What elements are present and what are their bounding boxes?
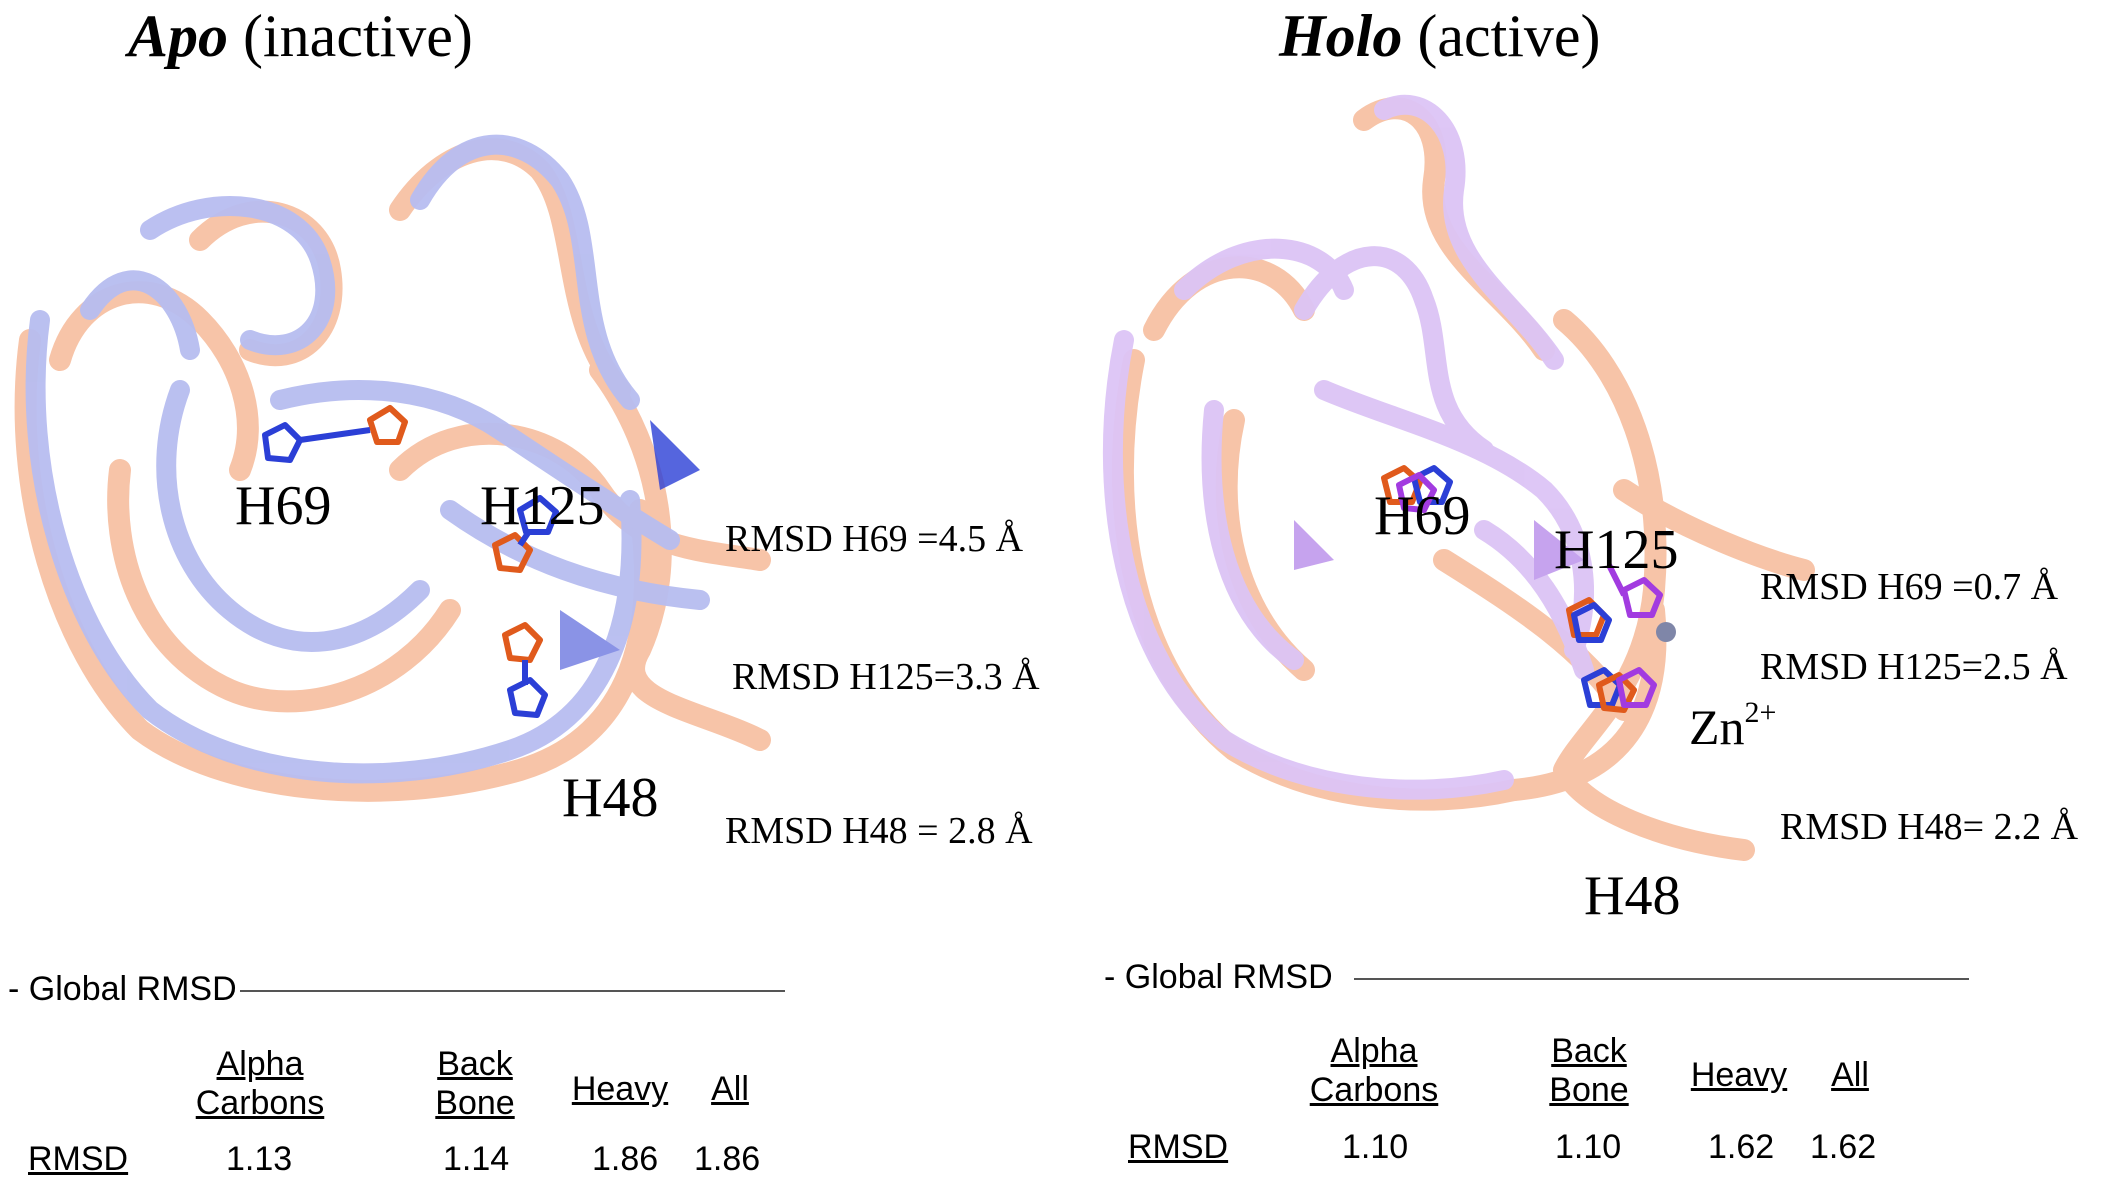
- holo-global-rmsd-header: - Global RMSD: [1064, 958, 2064, 998]
- holo-label-h125: H125: [1554, 519, 1679, 581]
- apo-label-h125: H125: [480, 475, 605, 537]
- holo-label-zinc: Zn2+: [1689, 696, 1777, 755]
- apo-residue-sticks: [262, 405, 559, 718]
- apo-title: Apo (inactive): [128, 3, 473, 69]
- apo-val-heavy: 1.86: [592, 1140, 659, 1178]
- zinc-ion: [1656, 622, 1676, 642]
- apo-global-rmsd-header: - Global RMSD: [0, 970, 800, 1010]
- apo-note-h69: RMSD H69 =4.5 Å: [725, 518, 1024, 560]
- apo-panel: Apo (inactive): [0, 3, 1040, 1178]
- holo-val-all: 1.62: [1810, 1128, 1877, 1166]
- holo-label-h69: H69: [1374, 485, 1471, 547]
- apo-val-alpha: 1.13: [226, 1140, 293, 1178]
- apo-row-label: RMSD: [28, 1140, 129, 1178]
- apo-structure-image: [14, 134, 771, 802]
- holo-note-h125: RMSD H125=2.5 Å: [1760, 646, 2068, 688]
- holo-residue-sticks: [1381, 465, 1663, 713]
- holo-title: Holo (active): [1279, 3, 1601, 69]
- holo-structure-image: [1102, 94, 1815, 861]
- holo-col-all: All: [1831, 1056, 1869, 1094]
- apo-col-heavy: Heavy: [571, 1070, 669, 1108]
- apo-col-all: All: [711, 1070, 749, 1108]
- holo-row-label: RMSD: [1128, 1128, 1229, 1166]
- holo-global-divider: [1354, 978, 1969, 980]
- apo-val-back: 1.14: [443, 1140, 510, 1178]
- holo-panel: Holo (active): [1064, 0, 2128, 1180]
- holo-global-rmsd-title: Global RMSD: [1124, 958, 1333, 996]
- apo-val-all: 1.86: [694, 1140, 761, 1178]
- holo-val-heavy: 1.62: [1708, 1128, 1775, 1166]
- holo-val-alpha: 1.10: [1342, 1128, 1409, 1166]
- apo-note-h48: RMSD H48 = 2.8 Å: [725, 810, 1033, 852]
- holo-col-heavy: Heavy: [1690, 1056, 1788, 1094]
- holo-val-back: 1.10: [1555, 1128, 1622, 1166]
- apo-ribbon-blue: [25, 134, 710, 784]
- holo-ribbon-lilac: [1102, 94, 1594, 800]
- apo-global-rmsd-title: Global RMSD: [28, 970, 237, 1008]
- apo-note-h125: RMSD H125=3.3 Å: [732, 656, 1040, 698]
- holo-label-h48: H48: [1584, 865, 1681, 927]
- apo-global-divider: [240, 990, 785, 992]
- holo-note-h48: RMSD H48= 2.2 Å: [1780, 806, 2079, 848]
- apo-label-h48: H48: [562, 767, 659, 829]
- holo-note-h69: RMSD H69 =0.7 Å: [1760, 566, 2059, 608]
- apo-label-h69: H69: [235, 475, 332, 537]
